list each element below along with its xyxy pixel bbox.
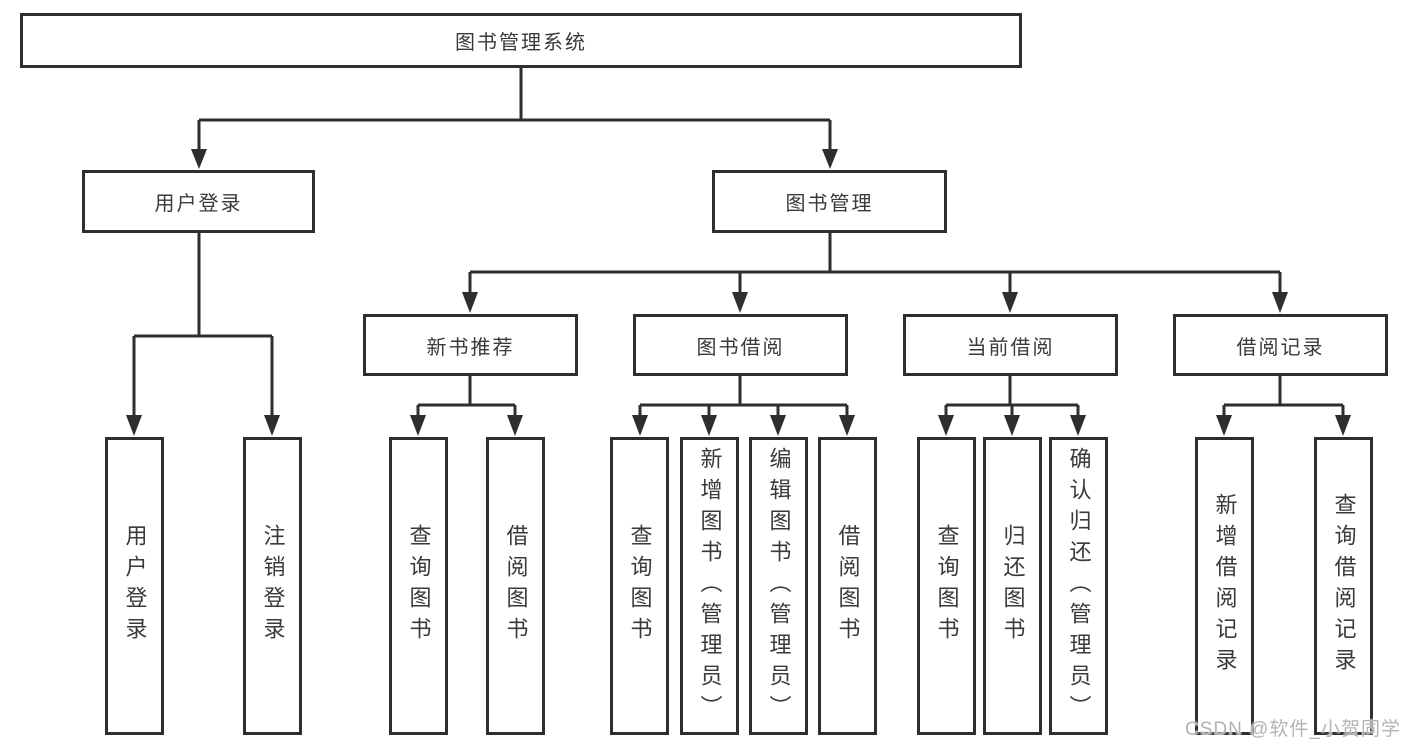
node-borrow-records: 借阅记录	[1173, 314, 1388, 376]
arrowheads	[126, 149, 1351, 436]
leaf-borrow-books-recommend: 借阅图书	[486, 437, 545, 735]
leaf-query-borrow-record: 查询借阅记录	[1314, 437, 1373, 735]
leaf-return-books: 归还图书	[983, 437, 1042, 735]
node-book-borrow: 图书借阅	[633, 314, 848, 376]
leaf-logout: 注销登录	[243, 437, 302, 735]
leaf-query-books-borrow: 查询图书	[610, 437, 669, 735]
node-user-login: 用户登录	[82, 170, 315, 233]
node-root-system: 图书管理系统	[20, 13, 1022, 68]
leaf-query-books-current: 查询图书	[917, 437, 976, 735]
leaf-edit-books-admin: 编辑图书（管理员）	[749, 437, 808, 735]
node-book-management: 图书管理	[712, 170, 947, 233]
leaf-user-login: 用户登录	[105, 437, 164, 735]
node-new-book-recommend: 新书推荐	[363, 314, 578, 376]
csdn-watermark: CSDN @软件_小贺同学	[1185, 719, 1401, 740]
leaf-query-books-recommend: 查询图书	[389, 437, 448, 735]
node-current-borrow: 当前借阅	[903, 314, 1118, 376]
leaf-borrow-books: 借阅图书	[818, 437, 877, 735]
leaf-add-books-admin: 新增图书（管理员）	[680, 437, 739, 735]
leaf-confirm-return-admin: 确认归还（管理员）	[1049, 437, 1108, 735]
leaf-add-borrow-record: 新增借阅记录	[1195, 437, 1254, 735]
